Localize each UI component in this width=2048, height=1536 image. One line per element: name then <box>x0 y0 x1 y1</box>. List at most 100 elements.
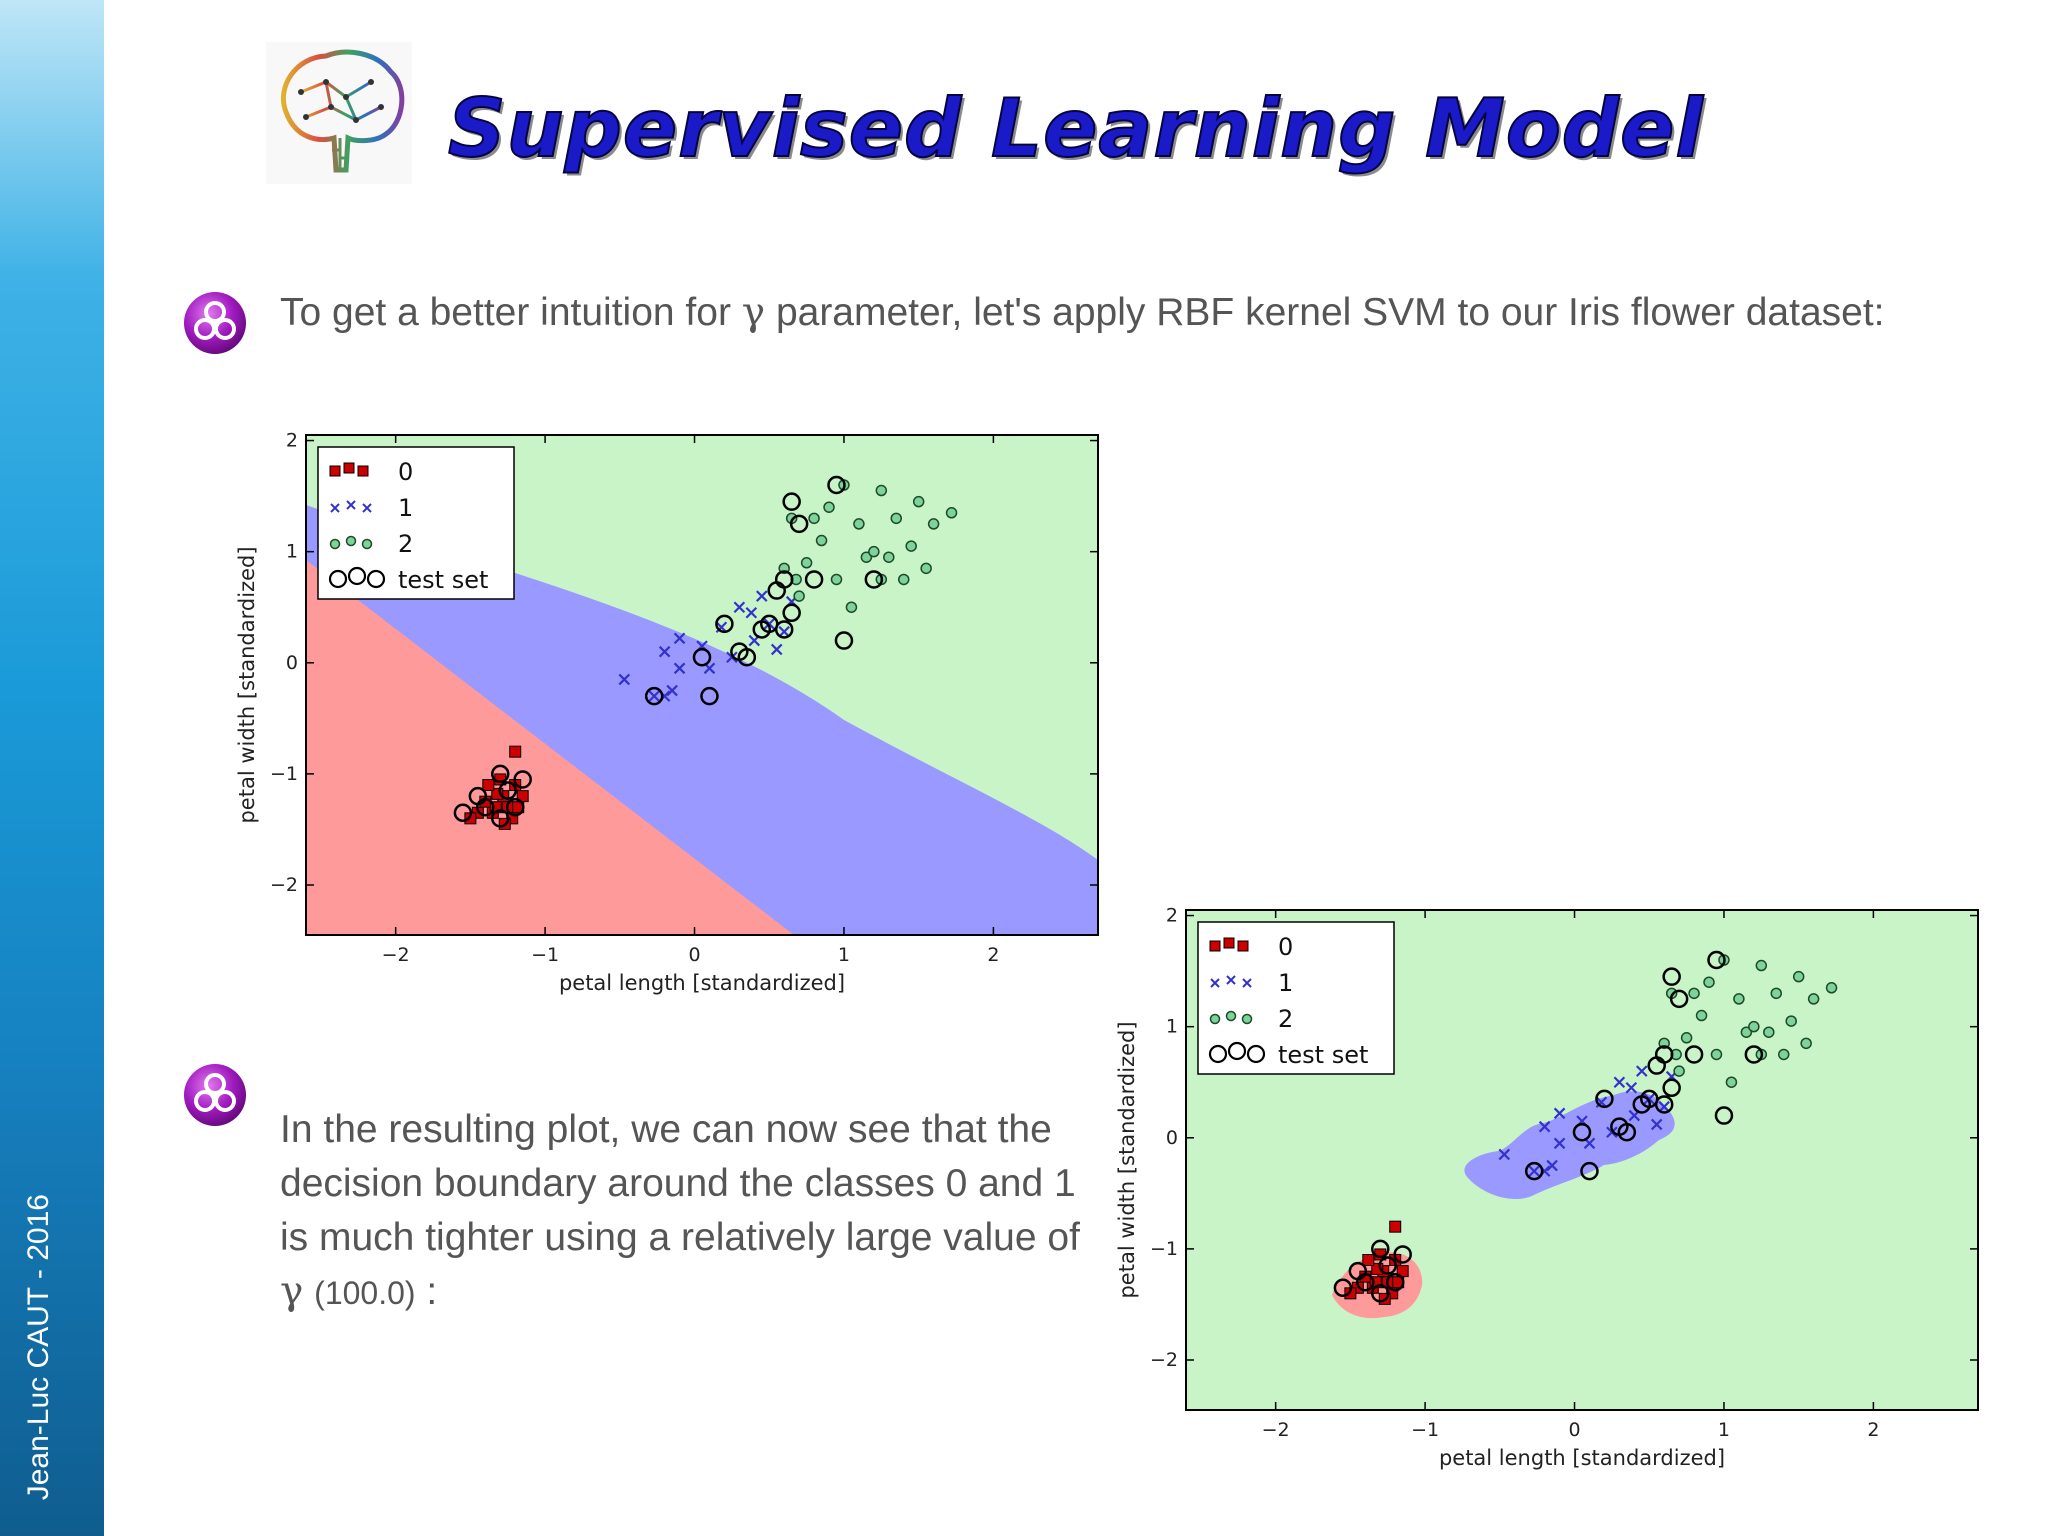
legend-test-marker <box>1208 1044 1228 1064</box>
legend-test-marker <box>328 569 348 589</box>
test-set-point <box>505 797 525 817</box>
legend-test-marker <box>347 566 367 586</box>
test-set-point <box>644 686 664 706</box>
class-2-point <box>945 507 958 519</box>
legend-label: 0 <box>398 458 413 486</box>
class-1-point <box>733 601 746 613</box>
class-1-point <box>1553 1107 1566 1120</box>
test-set-point <box>782 492 801 511</box>
class-2-point <box>1755 959 1768 972</box>
class-1-point <box>1498 1148 1511 1161</box>
legend-x-marker <box>1242 978 1252 988</box>
class-2-point <box>1785 1015 1797 1027</box>
y-axis-label: petal width [standardized] <box>235 546 259 823</box>
class-1-point <box>1553 1137 1566 1150</box>
legend-label: 2 <box>1278 1005 1293 1033</box>
legend-test-marker <box>366 569 386 589</box>
class-2-point <box>1800 1037 1812 1050</box>
test-set-point <box>491 809 510 828</box>
y-tick-label: 0 <box>286 652 298 674</box>
class-2-point <box>1792 970 1805 983</box>
class-0-point <box>516 790 529 803</box>
class-2-point <box>1740 1026 1753 1038</box>
test-set-point <box>1378 1256 1397 1275</box>
y-tick-label: 2 <box>1166 905 1178 927</box>
class-0-point <box>509 745 522 758</box>
class-2-point <box>1673 1065 1685 1077</box>
test-set-point <box>453 803 473 823</box>
class-1-point <box>1606 1126 1618 1138</box>
test-set-point <box>1617 1122 1637 1142</box>
legend-label: 2 <box>398 530 413 558</box>
legend-x-marker <box>346 500 356 510</box>
brain-circuit-icon <box>266 42 412 184</box>
test-set-point <box>700 686 719 706</box>
test-set-point <box>513 770 532 789</box>
legend-circle-marker <box>361 538 373 550</box>
chart-2-marks <box>1333 950 1838 1305</box>
class-1-point <box>1546 1159 1558 1172</box>
plot-frame <box>305 434 1099 936</box>
legend-x-marker <box>1226 975 1236 985</box>
legend-x-marker <box>330 503 340 513</box>
test-set-point <box>782 603 801 623</box>
biohazard-icon <box>184 1064 246 1126</box>
test-set-point <box>1524 1161 1544 1181</box>
class-2-point <box>1725 1076 1738 1088</box>
test-set-point <box>1669 989 1689 1009</box>
class-1-point <box>1625 1082 1638 1094</box>
class-2-point <box>853 518 865 530</box>
test-set-point <box>1385 1272 1405 1292</box>
legend-test-marker <box>1246 1044 1266 1064</box>
test-set-point <box>1348 1261 1368 1281</box>
y-tick-label: 2 <box>286 430 298 452</box>
author-credit: Jean-Luc CAUT - 2016 <box>22 1193 55 1500</box>
legend-circle-marker <box>345 535 357 547</box>
legend-circle-marker <box>1225 1010 1237 1022</box>
class-1-point <box>648 690 660 702</box>
bullet-2-text-before: In the resulting plot, we can now see th… <box>280 1108 1080 1259</box>
legend-square-marker <box>343 462 355 474</box>
legend-circle-marker <box>1209 1013 1221 1025</box>
bullet-1-text-before: To get a better intuition for <box>280 291 731 334</box>
test-set-point <box>834 631 854 650</box>
x-axis-label: petal length [standardized] <box>1439 1446 1725 1470</box>
class-2-point <box>830 573 843 586</box>
test-set-point <box>1714 1106 1734 1125</box>
test-set-point <box>1684 1045 1704 1064</box>
class-2-point <box>1733 993 1745 1005</box>
test-set-point <box>774 620 794 639</box>
class-2-point <box>890 512 903 525</box>
class-2-point <box>1777 1048 1790 1061</box>
class-2-point <box>845 601 858 613</box>
class-1-point <box>755 590 768 602</box>
test-set-point <box>1393 1245 1412 1264</box>
legend-square-marker <box>357 465 369 477</box>
test-set-point <box>1595 1089 1614 1109</box>
class-2-point <box>860 551 873 563</box>
class-2-point <box>1703 976 1715 988</box>
test-set-point <box>1371 1284 1390 1303</box>
class-2-point <box>800 557 813 569</box>
y-tick-label: 0 <box>1166 1127 1178 1149</box>
class-2-point <box>1748 1020 1760 1033</box>
legend-label: test set <box>1278 1041 1368 1069</box>
class-2-point <box>1770 987 1783 1000</box>
x-tick-label: 2 <box>1867 1419 1879 1441</box>
class-1-point <box>770 643 783 656</box>
class-1-point <box>763 618 776 630</box>
class-0-point <box>482 779 495 791</box>
chart-1-marks <box>453 475 958 830</box>
class-2-point <box>868 545 880 558</box>
class-1-point <box>658 645 671 658</box>
test-set-point <box>1333 1278 1353 1298</box>
y-tick-label: −1 <box>270 763 298 785</box>
legend-square-marker <box>1209 940 1221 952</box>
class-2-point <box>905 540 917 552</box>
class-2-point <box>1807 993 1820 1005</box>
test-set-point <box>767 581 786 600</box>
class-0-point <box>1362 1254 1375 1266</box>
